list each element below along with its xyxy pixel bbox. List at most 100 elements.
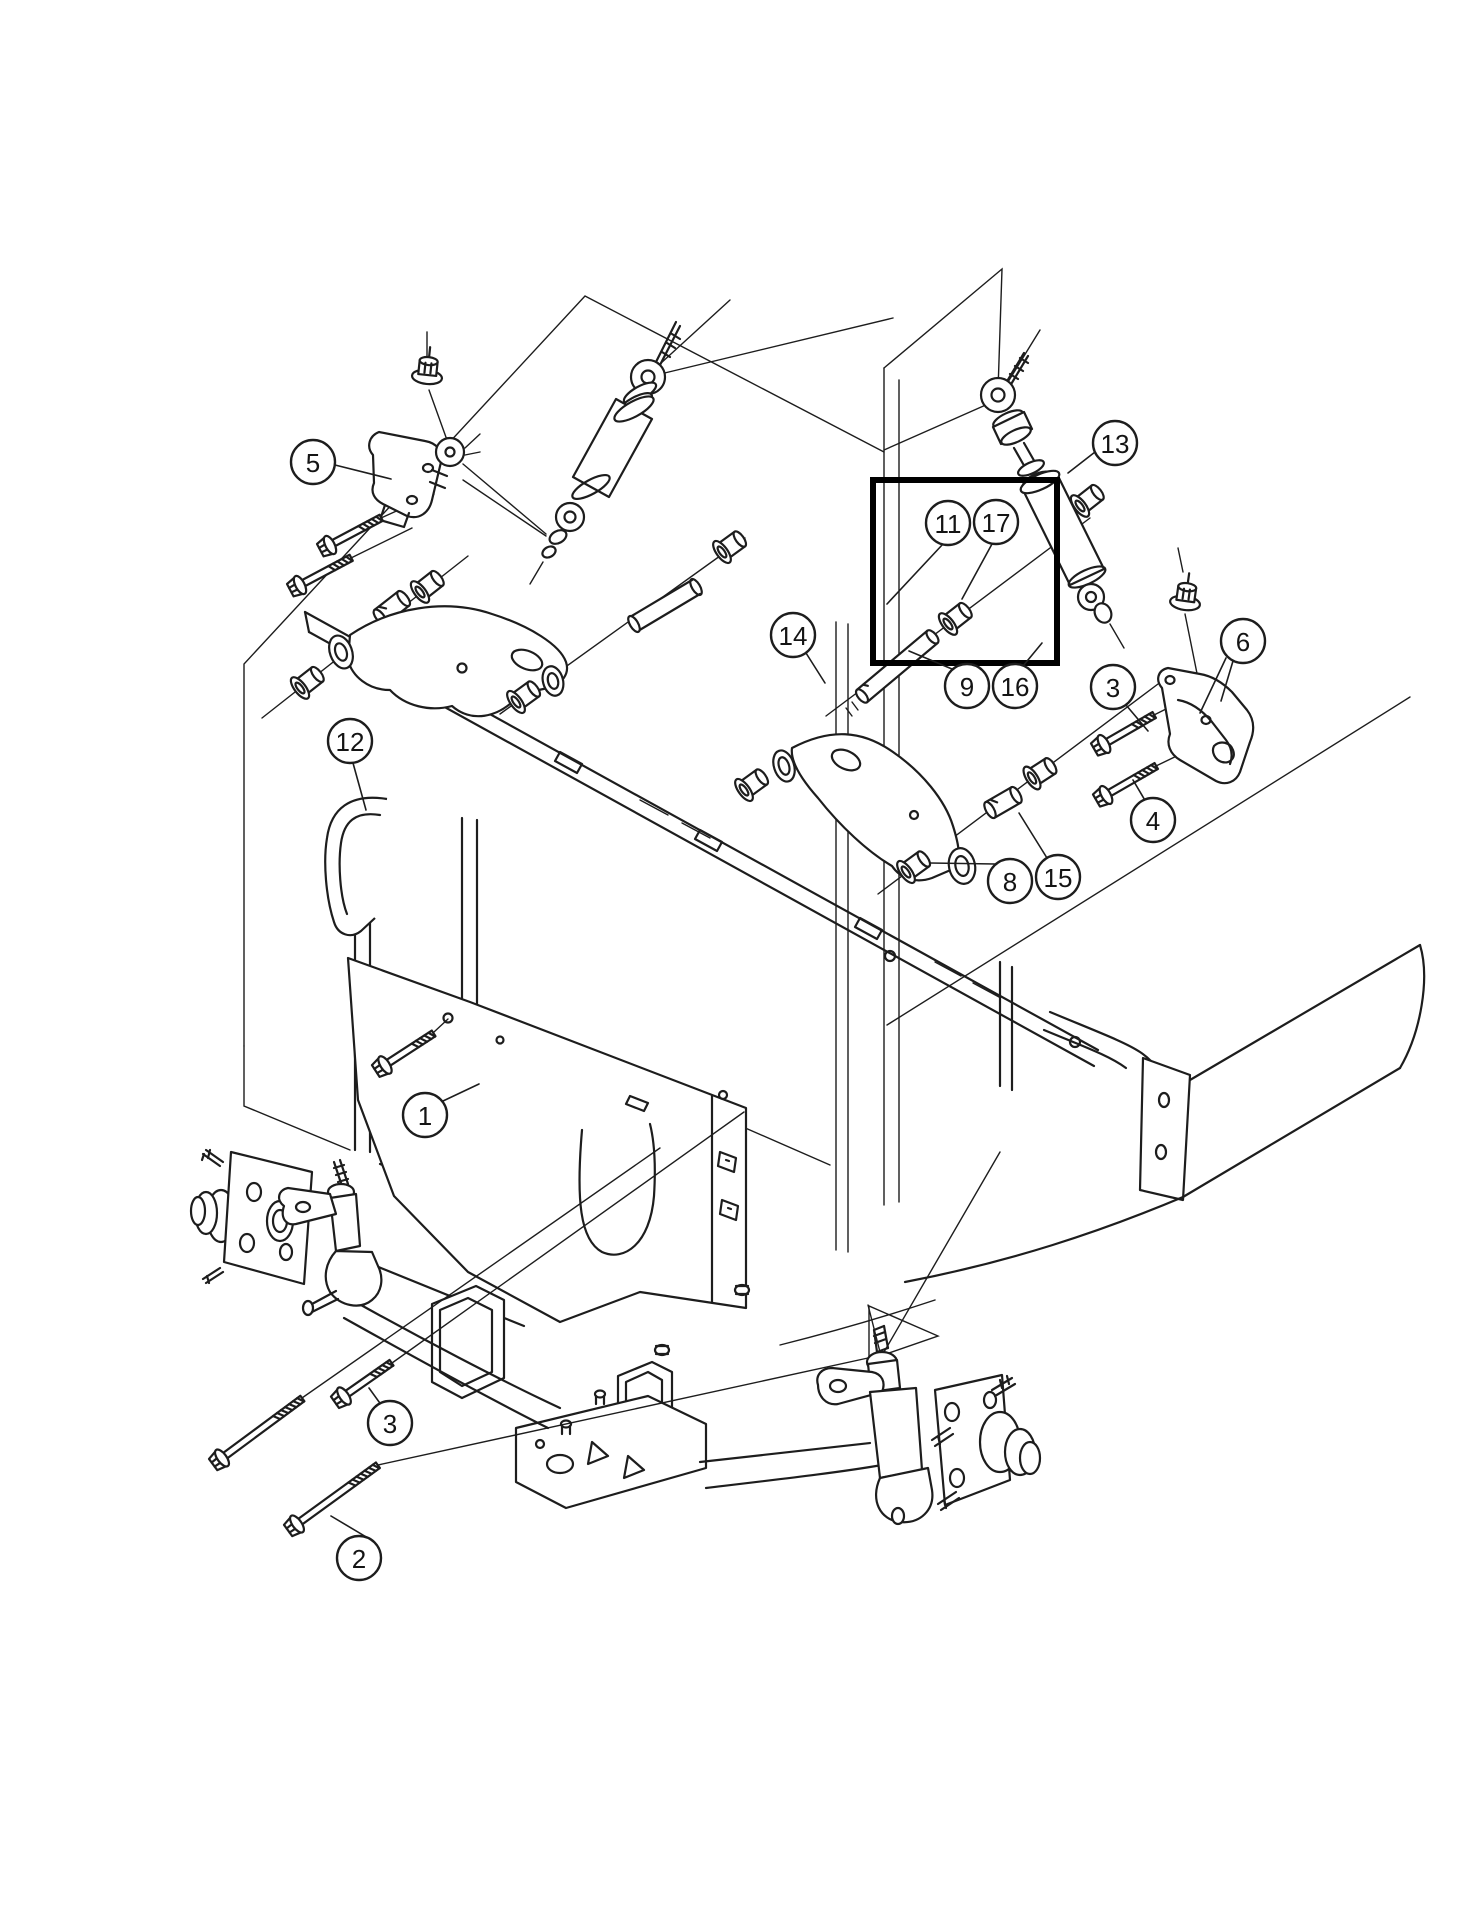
callout-leader [1067, 451, 1096, 474]
callout-1: 1 [401, 1083, 480, 1139]
bushing [1019, 751, 1062, 793]
callout-circle [769, 611, 817, 659]
frame-rail-end-plate [1138, 1056, 1192, 1202]
callout-circle [1129, 796, 1177, 844]
callout-number: 6 [1236, 627, 1250, 657]
pivot-rod-and-bushings [845, 478, 1110, 717]
bolt [314, 507, 388, 561]
callout-number: 4 [1146, 806, 1160, 836]
callout-12: 12 [326, 717, 374, 811]
flange-nut [1168, 570, 1206, 614]
callout-circle [1219, 617, 1267, 665]
callout-14: 14 [769, 611, 826, 684]
callout-circle [1091, 419, 1139, 467]
callout-leader [352, 762, 367, 811]
upper-control-arm-right [730, 733, 1062, 887]
callout-number: 5 [306, 448, 320, 478]
pivot-sleeve [627, 577, 703, 634]
bolt [284, 547, 358, 601]
frame-slot [693, 828, 724, 853]
sleeve [980, 784, 1026, 821]
callout-leader [334, 464, 392, 480]
upper-control-arm-left [286, 525, 752, 718]
callout-circle [1089, 663, 1137, 711]
callout-circle [924, 499, 972, 547]
callout-circle [943, 662, 991, 710]
plate-hole [495, 1035, 505, 1045]
flange-nut [410, 344, 447, 387]
callout-number: 12 [336, 727, 365, 757]
callout-leader [961, 543, 993, 600]
callout-circle [335, 1534, 383, 1582]
callout-circle [326, 717, 374, 765]
bushing [708, 525, 752, 567]
frame-slot [853, 916, 884, 941]
bushing [406, 564, 450, 607]
callout-number: 3 [1106, 673, 1120, 703]
shock-mount-bracket-right [1157, 570, 1255, 785]
callout-number: 8 [1003, 867, 1017, 897]
frame-hole [883, 949, 897, 963]
callout-number: 16 [1001, 672, 1030, 702]
callout-leader [805, 652, 826, 684]
axle-beam [342, 1298, 562, 1430]
callout-3: 3 [366, 1387, 414, 1447]
shock-mount-bracket-left [368, 344, 481, 529]
callout-leader [1199, 657, 1227, 714]
axle-beam [698, 1441, 884, 1490]
frame-hole [1068, 1035, 1082, 1049]
callout-leader [1125, 704, 1149, 732]
bolt [206, 1389, 310, 1474]
callout-number: 13 [1101, 429, 1130, 459]
callout-leader [908, 650, 953, 670]
plate-hole [717, 1089, 729, 1101]
callout-leader [1132, 779, 1147, 803]
callout-3: 3 [1089, 663, 1149, 732]
shock-absorber-right [979, 351, 1125, 649]
callout-11: 11 [886, 499, 972, 605]
callout-5: 5 [289, 438, 392, 486]
callout-circle [986, 857, 1034, 905]
rod [852, 627, 942, 706]
callout-leader [1018, 812, 1048, 859]
callout-number: 3 [383, 1409, 397, 1439]
bottom-plate [514, 1394, 708, 1510]
spindle-hub-left [189, 1148, 383, 1317]
callout-circle [991, 662, 1039, 710]
callout-number: 2 [352, 1544, 366, 1574]
callout-leader [1220, 660, 1234, 702]
kingpin [868, 1386, 924, 1480]
callout-number: 11 [935, 509, 962, 539]
spring-plate [346, 956, 751, 1324]
steering-arm [816, 1366, 885, 1406]
callout-15: 15 [1018, 812, 1082, 901]
bushing [934, 596, 978, 639]
callout-16: 16 [991, 642, 1043, 710]
callout-circle [289, 438, 337, 486]
callout-leader [442, 1083, 480, 1102]
kingpin [328, 1192, 362, 1253]
washer [434, 436, 466, 468]
callout-circle [972, 498, 1020, 546]
callout-9: 9 [908, 650, 991, 710]
plate-hole [442, 1012, 454, 1024]
frame-slot [553, 750, 584, 775]
callout-number: 15 [1044, 863, 1073, 893]
callout-8: 8 [929, 857, 1034, 905]
callout-leader [1022, 642, 1043, 667]
callout-number: 17 [982, 508, 1011, 538]
callout-number: 1 [418, 1101, 432, 1131]
bushing [730, 763, 774, 805]
callout-leader [929, 862, 996, 865]
callout-13: 13 [1067, 419, 1139, 474]
callout-6: 6 [1199, 617, 1267, 714]
shock-absorber-left [529, 320, 682, 585]
callout-circle [401, 1091, 449, 1139]
callout-4: 4 [1129, 779, 1177, 844]
steering-arm [278, 1186, 338, 1226]
callout-circle [366, 1399, 414, 1447]
callout-circle [1034, 853, 1082, 901]
